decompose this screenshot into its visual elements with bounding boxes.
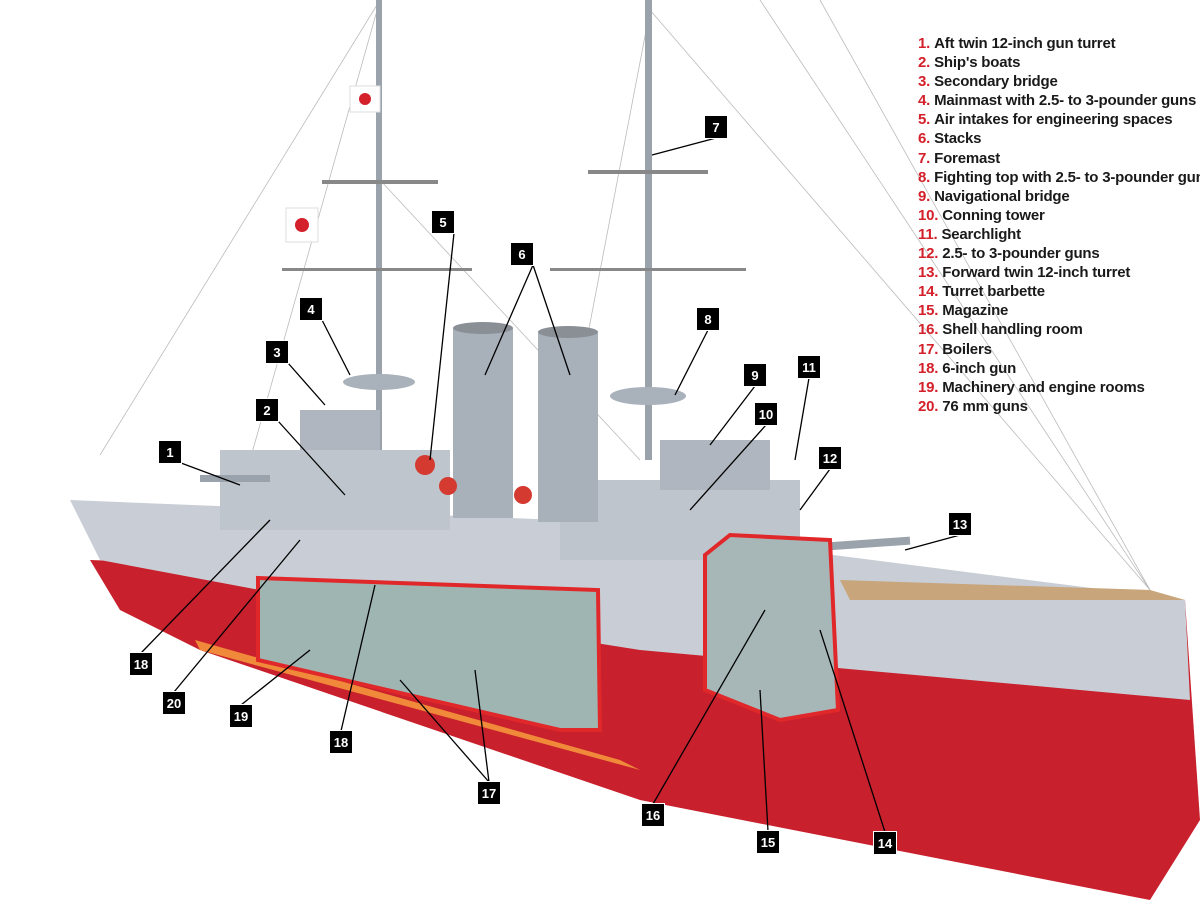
hull-gray: [70, 500, 1190, 700]
mainmast: [282, 0, 472, 450]
legend-text: Mainmast with 2.5- to 3-pounder guns: [934, 92, 1197, 110]
turret-cutaway: [703, 532, 841, 723]
legend-text: Aft twin 12-inch gun turret: [934, 35, 1116, 52]
legend-item: 4.Mainmast with 2.5- to 3-pounder guns: [918, 91, 1200, 110]
legend-item: 8.Fighting top with 2.5- to 3-pounder gu…: [918, 168, 1200, 187]
legend-text: Ship's boats: [934, 54, 1021, 72]
legend-item: 17.Boilers: [918, 340, 1200, 359]
callout-18: 18: [129, 652, 153, 676]
legend-number: 9.: [918, 187, 931, 205]
legend-number: 16.: [918, 321, 939, 339]
legend-text: Air intakes for engineering spaces: [934, 111, 1173, 129]
callout-7: 7: [704, 115, 728, 139]
legend-item: 15.Magazine: [918, 301, 1200, 320]
legend-text: Machinery and engine rooms: [942, 378, 1145, 396]
callout-11: 11: [797, 355, 821, 379]
legend-number: 17.: [918, 340, 939, 358]
legend-number: 13.: [918, 264, 939, 282]
leader-lines: [140, 137, 961, 833]
callout-5: 5: [431, 210, 455, 234]
legend-number: 3.: [918, 73, 931, 91]
legend-item: 10.Conning tower: [918, 206, 1200, 225]
legend-item: 6.Stacks: [918, 129, 1200, 148]
legend-text: Foremast: [934, 149, 1001, 167]
callout-15: 15: [756, 830, 780, 854]
air-intake: [439, 477, 457, 495]
secondary-bridge: [300, 410, 380, 450]
legend-item: 12.2.5- to 3-pounder guns: [918, 244, 1200, 263]
callout-8: 8: [696, 307, 720, 331]
legend-number: 19.: [918, 378, 939, 396]
legend-number: 6.: [918, 130, 931, 148]
legend-text: 2.5- to 3-pounder guns: [942, 245, 1100, 263]
callout-14: 14: [873, 831, 897, 855]
callout-4: 4: [299, 297, 323, 321]
callout-1: 1: [158, 440, 182, 464]
legend-number: 1.: [918, 35, 931, 52]
forecastle-deck: [840, 580, 1185, 600]
rising-sun-flag: [285, 85, 381, 243]
stacks: [453, 322, 598, 522]
legend-text: Boilers: [942, 340, 992, 358]
legend-number: 7.: [918, 149, 931, 167]
legend-item: 20.76 mm guns: [918, 397, 1200, 416]
legend-item: 19.Machinery and engine rooms: [918, 378, 1200, 397]
legend-number: 11.: [918, 225, 938, 243]
foremast: [550, 0, 746, 460]
legend-number: 4.: [918, 92, 931, 110]
engine-room-cutaway: [256, 575, 603, 732]
legend-text: Fighting top with 2.5- to 3-pounder guns: [934, 168, 1200, 186]
legend-item: 13.Forward twin 12-inch turret: [918, 263, 1200, 282]
legend-text: Forward twin 12-inch turret: [942, 264, 1131, 282]
legend-item: 2.Ship's boats: [918, 53, 1200, 72]
legend-item: 18.6-inch gun: [918, 359, 1200, 378]
callout-2: 2: [255, 398, 279, 422]
legend-text: Secondary bridge: [934, 73, 1058, 91]
callout-13: 13: [948, 512, 972, 536]
legend-text: Conning tower: [942, 206, 1045, 224]
rigging: [99, 0, 1151, 591]
callout-18: 18: [329, 730, 353, 754]
aft-superstructure: [220, 450, 450, 530]
legend-item: 9.Navigational bridge: [918, 187, 1200, 206]
legend-number: 15.: [918, 302, 939, 320]
aft-gun-barrel: [200, 475, 270, 482]
legend-number: 20.: [918, 397, 939, 415]
legend-text: 6-inch gun: [942, 359, 1017, 377]
callout-19: 19: [229, 704, 253, 728]
callout-10: 10: [754, 402, 778, 426]
legend-number: 14.: [918, 283, 939, 301]
legend-number: 12.: [918, 245, 939, 263]
legend-text: Turret barbette: [942, 283, 1045, 301]
legend-number: 10.: [918, 206, 939, 224]
legend-item: 11.Searchlight: [918, 225, 1200, 244]
callout-20: 20: [162, 691, 186, 715]
legend-number: 5.: [918, 111, 931, 129]
callout-17: 17: [477, 781, 501, 805]
legend-number: 8.: [918, 168, 931, 186]
callout-3: 3: [265, 340, 289, 364]
legend-text: Shell handling room: [942, 321, 1083, 339]
legend-text: Stacks: [934, 130, 982, 148]
legend-text: Navigational bridge: [934, 187, 1070, 205]
callout-6: 6: [510, 242, 534, 266]
callout-16: 16: [641, 803, 665, 827]
air-intake: [415, 455, 435, 475]
legend-item: 14.Turret barbette: [918, 282, 1200, 301]
legend-item: 1.Aft twin 12-inch gun turret: [918, 34, 1200, 53]
legend-item: 7.Foremast: [918, 149, 1200, 168]
legend-item: 5.Air intakes for engineering spaces: [918, 110, 1200, 129]
callout-12: 12: [818, 446, 842, 470]
air-intake: [514, 486, 532, 504]
legend-text: Searchlight: [941, 225, 1021, 243]
legend-text: Magazine: [942, 302, 1009, 320]
legend-number: 18.: [918, 359, 939, 377]
legend-text: 76 mm guns: [942, 397, 1028, 415]
callout-9: 9: [743, 363, 767, 387]
legend-number: 2.: [918, 54, 931, 72]
legend-item: 3.Secondary bridge: [918, 72, 1200, 91]
legend-item: 16.Shell handling room: [918, 320, 1200, 339]
